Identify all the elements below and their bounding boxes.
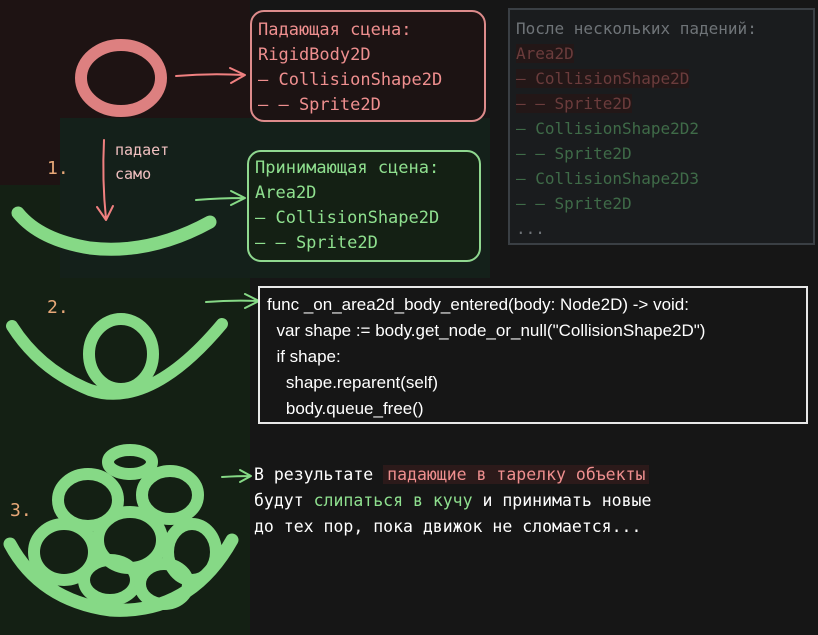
- falling-scene-title: Падающая сцена:: [258, 20, 412, 40]
- code-line-2: var shape := body.get_node_or_null("Coll…: [267, 321, 706, 340]
- falling-ring: [75, 39, 167, 117]
- arrow-to-result: [221, 469, 252, 483]
- after-falls-box: После нескольких падений: Area2D — Colli…: [508, 8, 815, 245]
- receiving-node-sprite: — — Sprite2D: [255, 233, 378, 253]
- falls-label-line-1: падает: [115, 141, 170, 159]
- arrow-to-falling-box: [175, 67, 246, 84]
- receiving-node-collisionshape: — CollisionShape2D: [255, 208, 440, 228]
- code-snippet: func _on_area2d_body_entered(body: Node2…: [258, 286, 808, 424]
- after-node-area: Area2D: [516, 44, 574, 63]
- result-highlight-falling: падающие в тарелку объекты: [383, 465, 650, 484]
- result-part-4: до тех пор, пока движок не сломается...: [254, 517, 642, 536]
- result-part-2: будут: [254, 491, 314, 510]
- after-node-sprite-2: — — Sprite2D: [516, 144, 632, 163]
- after-node-sprite: — — Sprite2D: [516, 94, 632, 113]
- bowl-2: [6, 318, 228, 400]
- result-part-3: и принимать новые: [472, 491, 652, 510]
- after-falls-title: После нескольких падений:: [516, 19, 757, 38]
- after-node-ellipsis: ...: [516, 219, 545, 238]
- receiving-scene-title: Принимающая сцена:: [255, 158, 440, 178]
- falls-itself-label: падает само: [115, 138, 195, 186]
- receiving-scene-box: Принимающая сцена: Area2D — CollisionSha…: [247, 150, 481, 262]
- arrow-to-code: [205, 293, 260, 309]
- code-line-1: func _on_area2d_body_entered(body: Node2…: [267, 295, 689, 314]
- step-1-label: 1.: [47, 158, 69, 179]
- arrow-to-receiving-box: [195, 190, 246, 206]
- falling-scene-box: Падающая сцена: RigidBody2D — CollisionS…: [250, 10, 486, 122]
- result-description: В результате падающие в тарелку объекты …: [254, 462, 774, 540]
- after-node-collisionshape2: — CollisionShape2D2: [516, 119, 700, 138]
- falls-label-line-2: само: [115, 165, 152, 183]
- code-line-5: body.queue_free(): [267, 399, 424, 418]
- code-line-4: shape.reparent(self): [267, 373, 439, 392]
- bowl-1: [11, 206, 217, 256]
- result-part-1: В результате: [254, 465, 384, 484]
- step-3-label: 3.: [10, 500, 32, 521]
- ring-in-bowl: [83, 313, 159, 395]
- falling-node-collisionshape: — CollisionShape2D: [258, 70, 443, 90]
- step-2-label: 2.: [47, 297, 69, 318]
- code-line-3: if shape:: [267, 347, 341, 366]
- falls-down-arrow: [96, 139, 114, 221]
- receiving-node-area: Area2D: [255, 183, 317, 203]
- falling-node-sprite: — — Sprite2D: [258, 95, 381, 115]
- falling-node-rigidbody: RigidBody2D: [258, 45, 371, 65]
- after-node-collisionshape: — CollisionShape2D: [516, 69, 690, 88]
- after-node-collisionshape3: — CollisionShape2D3: [516, 169, 700, 188]
- result-highlight-stick: слипаться в кучу: [313, 491, 473, 510]
- pile-of-rings: [3, 444, 239, 617]
- after-node-sprite-3: — — Sprite2D: [516, 194, 632, 213]
